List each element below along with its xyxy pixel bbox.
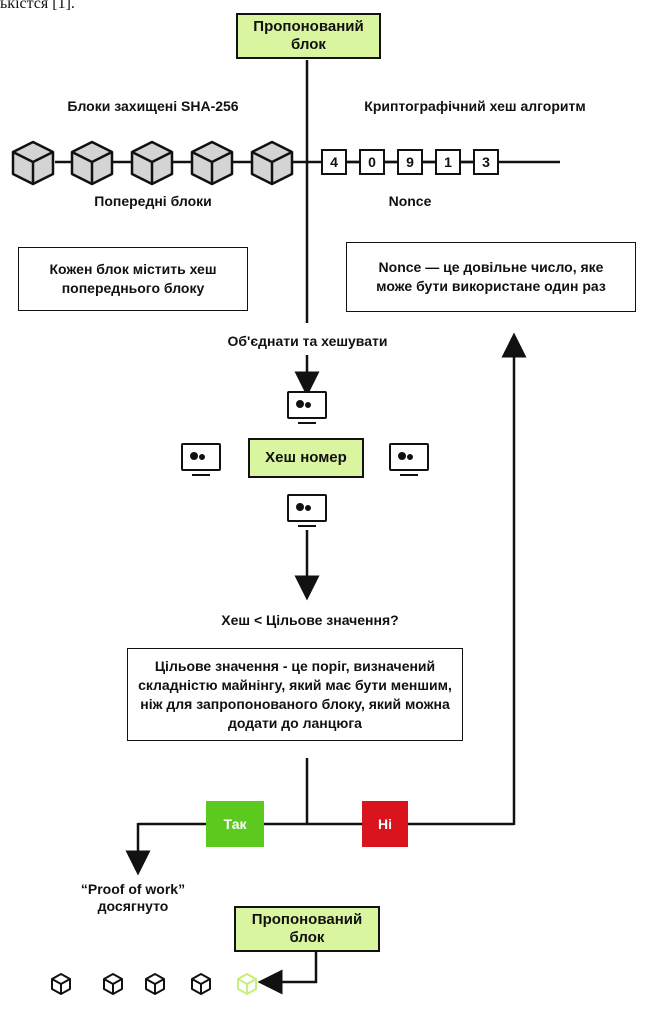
target-note: Цільове значення - це поріг, визначений … <box>127 648 463 741</box>
computer-gear-icon <box>389 443 429 476</box>
hash-number-box: Хеш номер <box>248 438 364 478</box>
arrow-to-new-block <box>257 952 318 995</box>
cube-icon <box>70 140 114 186</box>
nonce-digit: 4 <box>321 149 347 175</box>
computer-gear-icon <box>287 391 327 424</box>
yes-badge: Так <box>206 801 264 847</box>
left-heading: Блоки захищені SHA-256 <box>67 98 239 114</box>
left-note: Кожен блок містить хеш попереднього блок… <box>18 247 248 311</box>
nonce-digit: 3 <box>473 149 499 175</box>
computer-gear-icon <box>287 494 327 527</box>
nonce-label: Nonce <box>388 193 432 209</box>
cube-icon <box>103 973 123 995</box>
combine-label: Об'єднати та хешувати <box>227 333 388 349</box>
cube-icon <box>11 140 55 186</box>
cube-icon <box>130 140 174 186</box>
computer-gear-icon <box>181 443 221 476</box>
question-label: Хеш < Цільове значення? <box>221 612 399 628</box>
no-badge: Ні <box>362 801 408 847</box>
nonce-digit: 0 <box>359 149 385 175</box>
cube-icon <box>51 973 71 995</box>
proof-of-work-label: “Proof of work” досягнуто <box>80 881 186 914</box>
top-text-fragment: ькістся [1]. <box>0 0 75 12</box>
cube-icon <box>190 140 234 186</box>
cube-icon <box>250 140 294 186</box>
right-heading: Криптографічний хеш алгоритм <box>364 98 586 114</box>
cube-icon <box>145 973 165 995</box>
proposed-block-top: Пропонований блок <box>236 13 381 59</box>
new-cube-icon <box>237 973 257 995</box>
right-note: Nonce — це довільне число, яке може бути… <box>346 242 636 312</box>
previous-blocks-label: Попередні блоки <box>94 193 212 209</box>
cube-icon <box>191 973 211 995</box>
nonce-digit: 1 <box>435 149 461 175</box>
proposed-block-bottom: Пропонований блок <box>234 906 380 952</box>
nonce-digit: 9 <box>397 149 423 175</box>
